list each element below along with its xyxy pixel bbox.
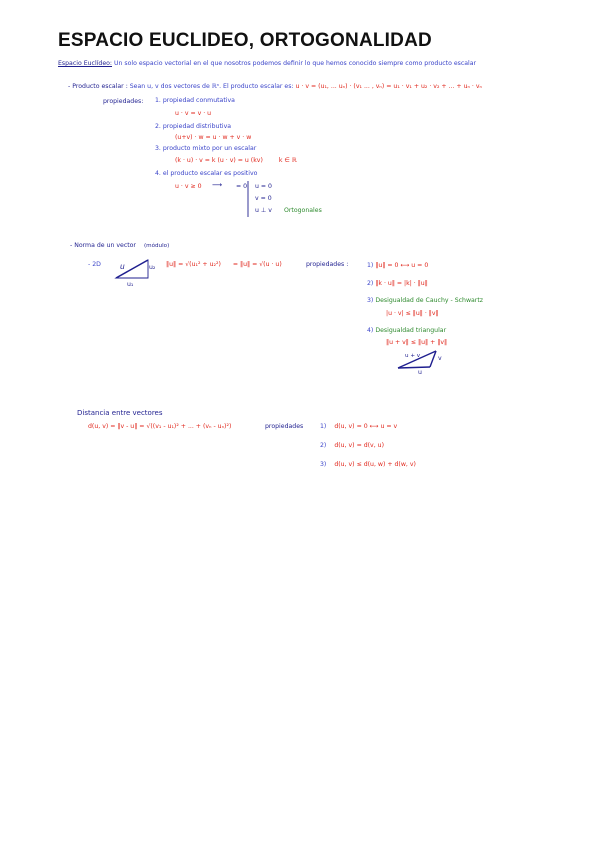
distancia-prop-1-text: d(u, v) = 0 ⟷ u = v <box>334 423 398 430</box>
prop-4-formula: u · v ≥ 0 <box>175 183 202 190</box>
norma-prop-3: 3) Desigualdad de Cauchy - Schwartz <box>367 297 483 304</box>
prop-3-name: 3. producto mixto por un escalar <box>155 145 257 152</box>
triangle2-v-side <box>429 350 437 368</box>
norma-props-label: propiedades : <box>306 261 349 268</box>
norma-prop-3-text: Desigualdad de Cauchy - Schwartz <box>375 297 484 304</box>
producto-escalar-line: - Producto escalar : Sean u, v dos vecto… <box>68 83 482 90</box>
norma-prop-4-num: 4) <box>367 327 374 334</box>
distancia-prop-3-text: d(u, v) ≤ d(u, w) + d(w, v) <box>334 461 416 468</box>
case-perpendicular: u ⊥ v <box>255 207 272 214</box>
prop-3-line: (k · u) · v = k (u · v) = u (kv) k ∈ ℝ <box>175 157 297 164</box>
cases-brace <box>247 181 249 217</box>
producto-escalar-formula: u · v = (u₁, ... uₙ) · (v₁ ... , vₙ) = u… <box>295 83 482 90</box>
norma-prop-2-num: 2) <box>367 280 374 287</box>
case-u-zero: u = 0 <box>255 183 272 190</box>
norma-prop-1: 1) ‖u‖ = 0 ⟷ u = 0 <box>367 262 428 269</box>
norma-triangle <box>114 259 149 279</box>
intro-text: Un solo espacio vectorial en el que noso… <box>113 60 477 67</box>
norma-prop-4-text: Desigualdad triangular <box>375 327 447 334</box>
prop-2-name: 2. propiedad distributiva <box>155 123 232 130</box>
triangle2-v-label: v <box>438 355 442 362</box>
prop-1-name: 1. propiedad conmutativa <box>155 97 235 104</box>
norma-prop-4: 4) Desigualdad triangular <box>367 327 446 334</box>
producto-escalar-lead: Sean u, v dos vectores de ℝⁿ. El product… <box>129 83 294 90</box>
norma-note: (módulo) <box>143 243 170 249</box>
intro-line: Espacio Euclídeo: Un solo espacio vector… <box>58 60 476 67</box>
page-title: ESPACIO EUCLIDEO, ORTOGONALIDAD <box>58 30 432 51</box>
triangle-u2-label: u₂ <box>149 264 156 271</box>
norma-heading-line: - Norma de un vector (módulo) <box>70 242 169 249</box>
triangle2-sum-side <box>397 350 437 369</box>
norma-prop-1-num: 1) <box>367 262 374 269</box>
norma-heading: - Norma de un vector <box>70 242 136 249</box>
triangle2-u-side <box>397 366 431 369</box>
triangle2-sum-label: u + v <box>405 353 421 359</box>
triangle-u-label: u <box>120 262 125 271</box>
triangle-hypotenuse <box>115 259 149 279</box>
norma-formula: ‖u‖ = √(u₁² + u₂²) <box>166 261 221 268</box>
triangular-triangle <box>397 350 437 369</box>
norma-prop-3-num: 3) <box>367 297 374 304</box>
norma-formula2: = ‖u‖ = √(u · u) <box>232 261 282 268</box>
distancia-prop-2-text: d(u, v) = d(v, u) <box>334 442 384 449</box>
prop-3-note: k ∈ ℝ <box>278 157 297 164</box>
prop-4-arrow: ⟶ <box>212 181 223 189</box>
triangle2-u-label: u <box>418 369 422 376</box>
norma-prop-1-text: ‖u‖ = 0 ⟷ u = 0 <box>375 262 429 269</box>
distancia-formula: d(u, v) = ‖v - u‖ = √((v₁ - u₁)² + ... +… <box>88 423 232 430</box>
distancia-prop-1: 1) d(u, v) = 0 ⟷ u = v <box>320 423 397 430</box>
distancia-heading: Distancia entre vectores <box>77 409 163 417</box>
norma-dim: - 2D <box>88 261 101 268</box>
case-v-zero: v = 0 <box>255 195 272 202</box>
norma-prop-4-formula: ‖u + v‖ ≤ ‖u‖ + ‖v‖ <box>386 339 448 346</box>
distancia-prop-2: 2) d(u, v) = d(v, u) <box>320 442 384 449</box>
ortogonales-label: Ortogonales <box>284 207 322 214</box>
producto-escalar-heading: - Producto escalar : <box>68 83 128 90</box>
distancia-prop-3: 3) d(u, v) ≤ d(u, w) + d(w, v) <box>320 461 416 468</box>
norma-prop-2-text: ‖k · u‖ = |k| · ‖u‖ <box>375 280 428 287</box>
distancia-prop-3-num: 3) <box>320 461 327 468</box>
norma-formula-line: ‖u‖ = √(u₁² + u₂²) = ‖u‖ = √(u · u) <box>166 261 282 268</box>
intro-label: Espacio Euclídeo: <box>58 60 113 67</box>
distancia-prop-2-num: 2) <box>320 442 327 449</box>
norma-prop-2: 2) ‖k · u‖ = |k| · ‖u‖ <box>367 280 428 287</box>
prop-1-formula: u · v = v · u <box>175 110 212 117</box>
producto-escalar-props-label: propiedades: <box>103 98 144 105</box>
distancia-props-label: propiedades <box>265 423 304 430</box>
prop-2-formula: (u+v) · w = u · w + v · w <box>175 134 252 141</box>
norma-prop-3-formula: |u · v| ≤ ‖u‖ · ‖v‖ <box>386 310 439 317</box>
distancia-prop-1-num: 1) <box>320 423 327 430</box>
prop-4-name: 4. el producto escalar es positivo <box>155 170 258 177</box>
prop-3-formula: (k · u) · v = k (u · v) = u (kv) <box>175 157 263 164</box>
prop-4-eq0: = 0 <box>236 183 248 190</box>
triangle-u1-label: u₁ <box>127 281 134 288</box>
